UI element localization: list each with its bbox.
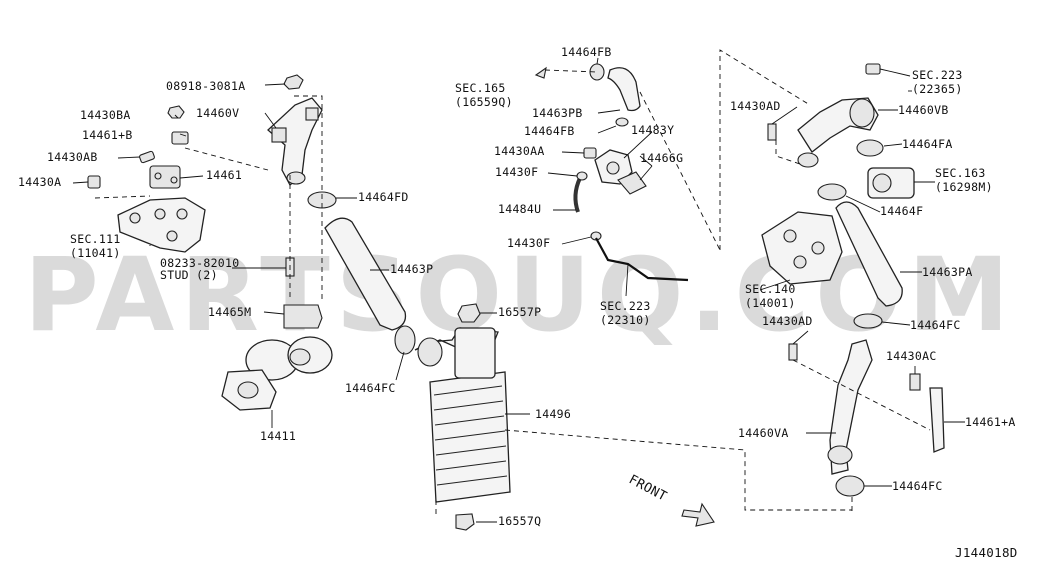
- front-label: FRONT: [626, 472, 669, 504]
- label-sec223-low: SEC.223: [600, 299, 651, 313]
- label-14430f-bot: 14430F: [507, 236, 550, 250]
- clamp-14464f-part: [817, 183, 847, 201]
- label-14464fc-left: 14464FC: [345, 381, 396, 395]
- label-14463pa: 14463PA: [922, 265, 973, 279]
- label-sec163-sub: (16298M): [935, 180, 993, 194]
- label-sec223-low-sub: (22310): [600, 313, 651, 327]
- label-14430f-top: 14430F: [495, 165, 538, 179]
- bolt-14430ad-mid-part: [788, 343, 798, 361]
- label-sec165: SEC.165: [455, 81, 506, 95]
- hose-14484u-part: [573, 177, 582, 213]
- turbocharger-part: [221, 336, 333, 411]
- bracket-14461a-part: [929, 387, 945, 453]
- label-08233-82010: 08233-82010: [160, 256, 239, 270]
- label-sec140-sub: (14001): [745, 296, 796, 310]
- label-14465m: 14465M: [208, 305, 251, 319]
- label-14430ac: 14430AC: [886, 349, 937, 363]
- label-14466g: 14466G: [640, 151, 683, 165]
- bolt-14430aa-part: [583, 147, 597, 159]
- watermark-text: PARTSOUQ.COM: [24, 236, 1015, 355]
- label-14464fd: 14464FD: [358, 190, 409, 204]
- label-14461a: 14461+A: [965, 415, 1016, 429]
- valve-14483y-part: [594, 149, 633, 185]
- bracket-14461b-part: [171, 131, 189, 145]
- label-sec223-top: SEC.223: [912, 68, 963, 82]
- label-16557q: 16557Q: [498, 514, 541, 528]
- turbo-outlet-pipe-part: [267, 97, 323, 187]
- right-leader-lines: [759, 68, 965, 512]
- left-leader-lines: [72, 83, 405, 428]
- label-14496: 14496: [535, 407, 571, 421]
- label-14460va: 14460VA: [738, 426, 789, 440]
- intake-manifold-part: [761, 211, 843, 285]
- label-14411: 14411: [260, 429, 296, 443]
- label-14460vb: 14460VB: [898, 103, 949, 117]
- label-stud: STUD (2): [160, 268, 218, 282]
- label-14430ad-mid: 14430AD: [762, 314, 813, 328]
- label-14461b: 14461+B: [82, 128, 133, 142]
- inlet-pipe-14460vb-part: [797, 97, 879, 168]
- label-14461: 14461: [206, 168, 242, 182]
- center-leader-lines: [435, 49, 852, 523]
- label-14460v: 14460V: [196, 106, 239, 120]
- label-14464fb: 14464FB: [524, 124, 575, 138]
- label-16557p: 16557P: [498, 305, 541, 319]
- clamp-14464fc-left-part: [394, 325, 416, 355]
- grommet-16557p-part: [457, 303, 481, 323]
- label-sec165-sub: (16559Q): [455, 95, 513, 109]
- clamp-14464fc-mid-part: [853, 313, 883, 329]
- clip-14430f-top-part: [576, 171, 588, 181]
- throttle-body-part: [867, 167, 915, 199]
- label-14430aa: 14430AA: [494, 144, 545, 158]
- label-14483y: 14483Y: [631, 123, 674, 137]
- label-08918-3081a: 08918-3081A: [166, 79, 245, 93]
- label-14463pb: 14463PB: [532, 106, 583, 120]
- exhaust-manifold-part: [117, 165, 206, 253]
- clamp-14464fb-part: [615, 117, 629, 127]
- label-14430ba: 14430BA: [80, 108, 131, 122]
- pipe-14460va-part: [829, 339, 873, 475]
- sensor-sec223-part: [865, 63, 881, 75]
- label-14464f: 14464F: [880, 204, 923, 218]
- pipe-14460va-outlet: [827, 445, 853, 465]
- label-14484u: 14484U: [498, 202, 541, 216]
- label-14464fc-bot: 14464FC: [892, 479, 943, 493]
- label-sec140: SEC.140: [745, 282, 796, 296]
- bolt-14430ad-top-part: [767, 123, 777, 141]
- hose-14463pb-part: [607, 67, 641, 112]
- intercooler-part: [414, 327, 511, 503]
- clamp-14464fa-part: [856, 139, 884, 157]
- label-14463p: 14463P: [390, 262, 433, 276]
- label-14430ab: 14430AB: [47, 150, 98, 164]
- hose-14463p-part: [324, 217, 407, 331]
- arrow-sec165-icon: [534, 66, 547, 79]
- label-sec111: SEC.111: [70, 232, 121, 246]
- label-14464fb-top: 14464FB: [561, 45, 612, 59]
- label-14430ad-top: 14430AD: [730, 99, 781, 113]
- label-14430a: 14430A: [18, 175, 61, 189]
- label-sec163: SEC.163: [935, 166, 986, 180]
- grommet-16557q-part: [455, 513, 475, 531]
- gasket-14466g-part: [617, 171, 647, 195]
- diagram-code: J144018D: [955, 545, 1018, 560]
- clamp-14464fc-bot-part: [835, 475, 865, 497]
- hose-14463pa-part: [835, 201, 903, 307]
- bolt-14430ac-part: [909, 373, 921, 391]
- front-direction-indicator: FRONT: [626, 472, 715, 527]
- front-arrow-icon: [681, 502, 715, 527]
- label-14464fc-mid: 14464FC: [910, 318, 961, 332]
- label-14464fa: 14464FA: [902, 137, 953, 151]
- label-sec223-top-sub: (22365): [912, 82, 963, 96]
- label-sec111-sub: (11041): [70, 246, 121, 260]
- gasket-14465m-part: [283, 304, 323, 329]
